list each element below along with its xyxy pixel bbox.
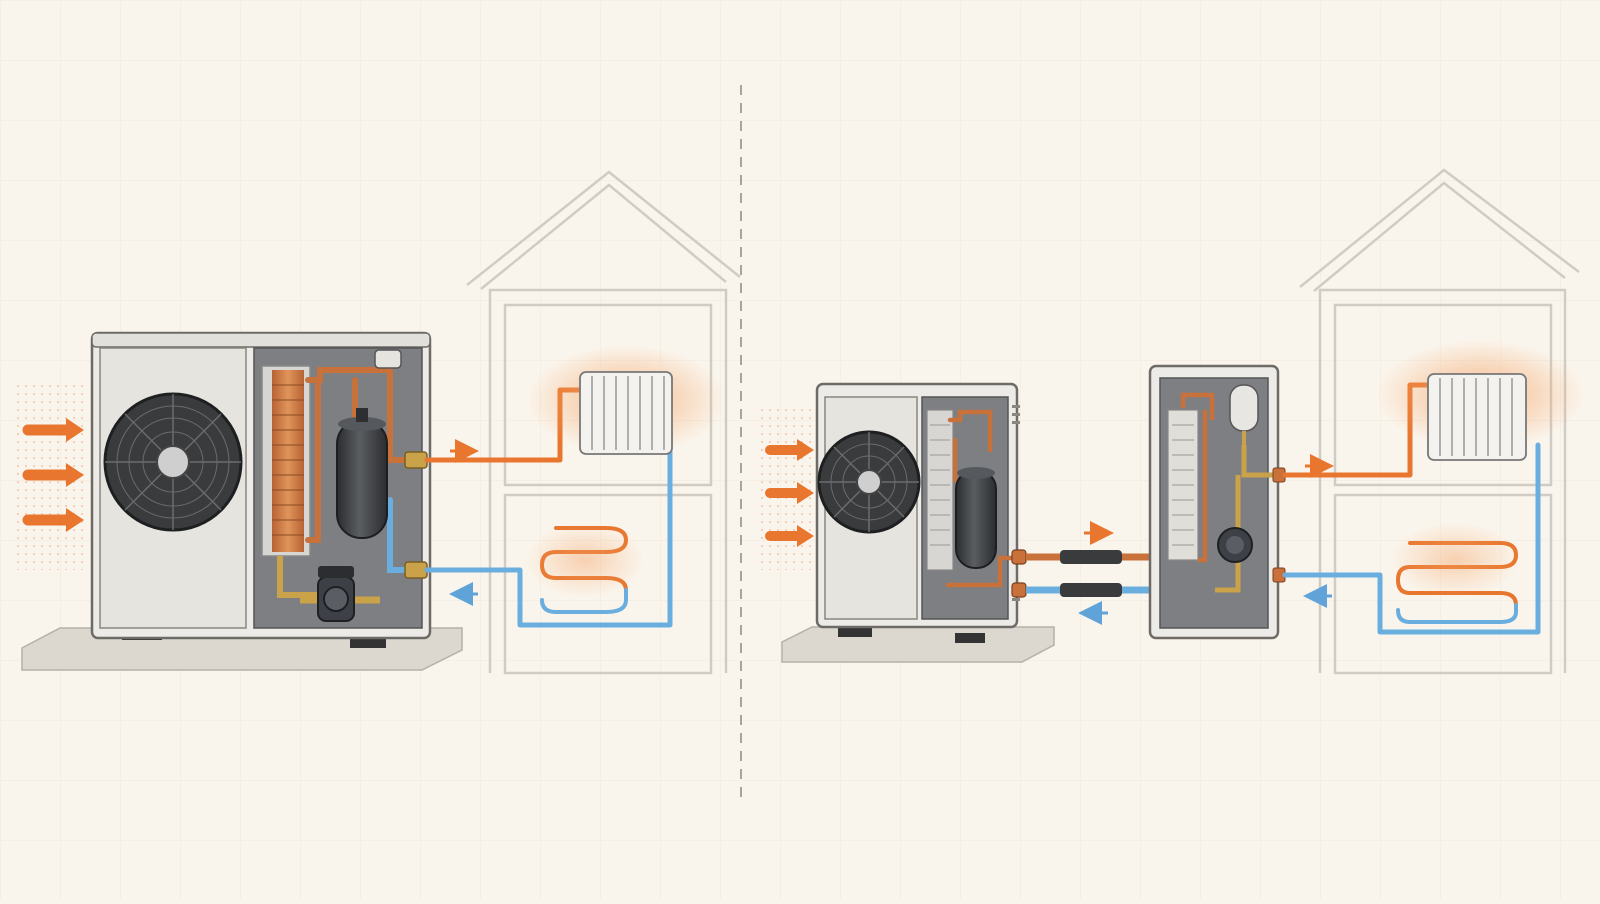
refrigerant-pipes — [305, 367, 408, 543]
underfloor-heating-loop — [1390, 522, 1520, 598]
outdoor-unit-monobloc — [90, 331, 432, 640]
indoor-hydro-box — [1148, 364, 1286, 640]
compressor — [955, 467, 997, 569]
refrigerant-pipes — [945, 409, 1018, 588]
panel-split — [760, 168, 1585, 675]
refrigerant-pipes — [1180, 392, 1215, 563]
return-pipe-inner — [387, 497, 408, 573]
flow-return-monobloc — [424, 442, 673, 628]
panel-monobloc — [12, 170, 741, 675]
expansion-vessel — [374, 349, 402, 369]
plate-heat-exchanger — [1167, 409, 1199, 561]
brass-pipe — [277, 556, 320, 598]
underfloor-heating-loop — [525, 522, 645, 598]
radiator — [526, 345, 726, 455]
pipe-fittings — [1011, 549, 1027, 565]
house-outline — [1299, 168, 1580, 675]
unit-plinth — [781, 626, 1055, 663]
circulation-pump — [1217, 527, 1253, 563]
circulation-pump — [300, 566, 380, 622]
fan-icon — [103, 392, 243, 532]
heat-exchanger-coil — [926, 409, 954, 571]
heat-exchanger-coil — [261, 365, 311, 557]
flow-return-split — [1282, 442, 1541, 635]
pipe-fittings — [1011, 582, 1027, 598]
air-intake-arrows — [12, 380, 87, 570]
house-outline — [466, 170, 741, 675]
compressor — [336, 408, 388, 539]
radiator — [1375, 340, 1585, 461]
outdoor-unit-split — [815, 382, 1027, 629]
fan-icon — [817, 430, 921, 534]
unit-vents — [1012, 405, 1020, 601]
expansion-vessel — [1229, 384, 1259, 445]
air-intake-arrows — [760, 405, 820, 570]
